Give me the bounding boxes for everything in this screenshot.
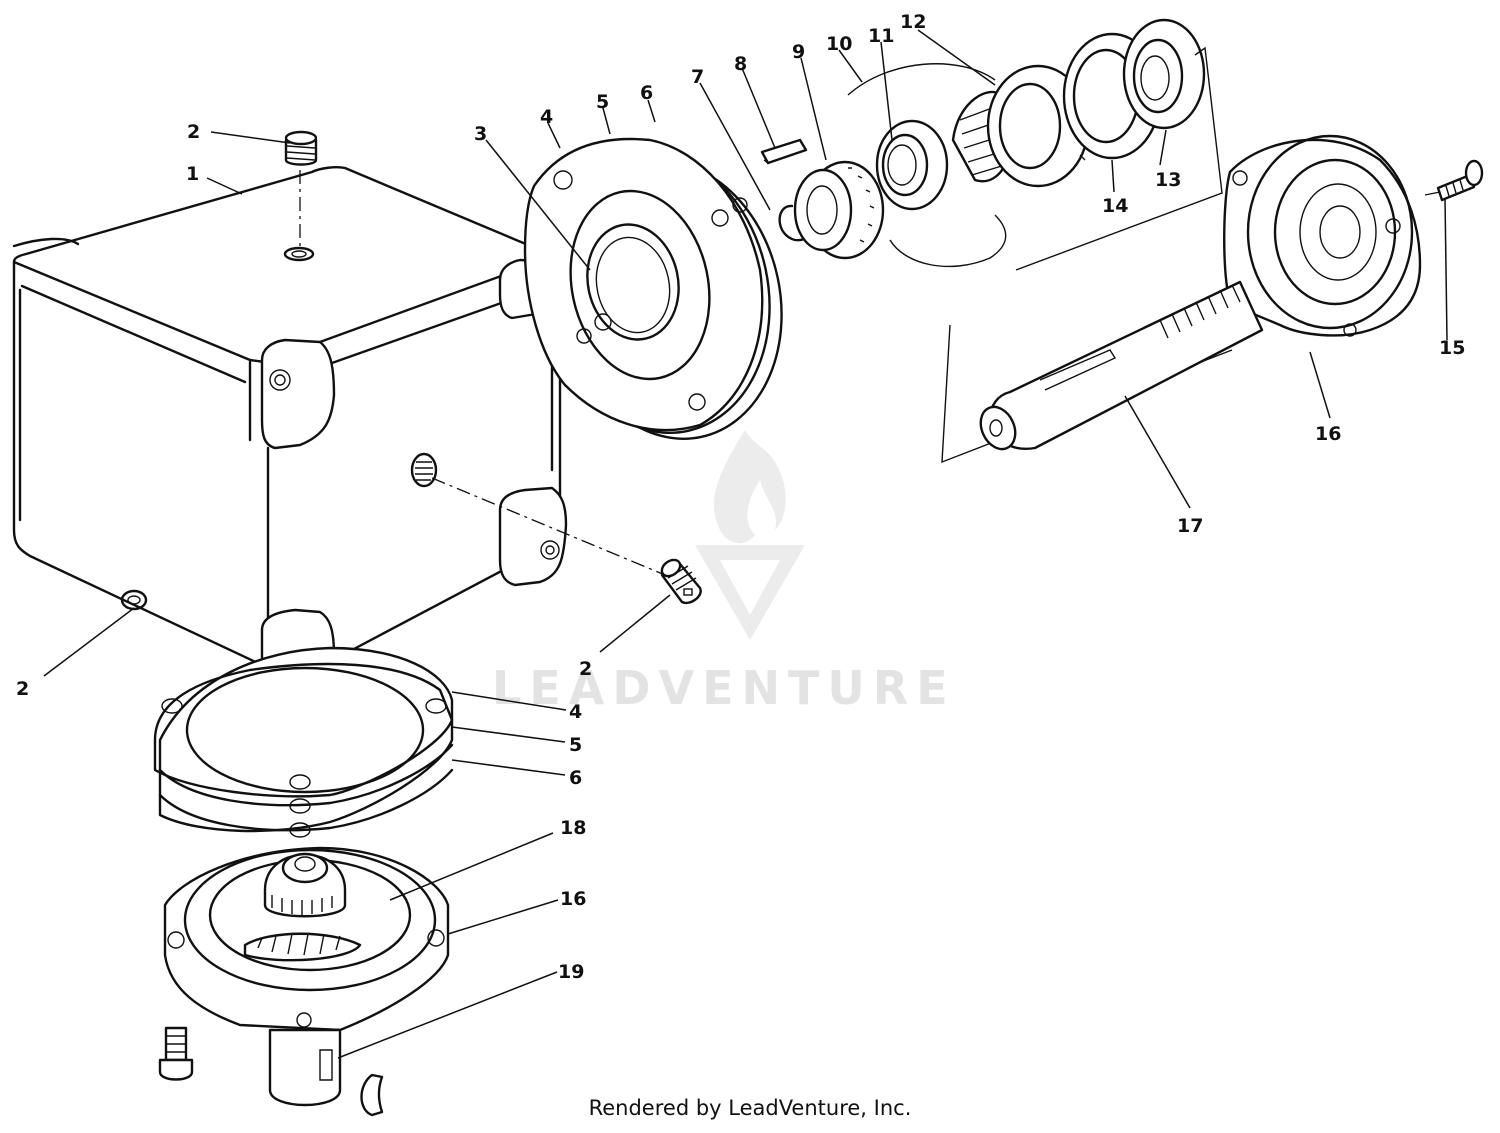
key xyxy=(760,138,808,165)
group-bracket-upper xyxy=(1015,46,1223,271)
callout-6-bottom: 6 xyxy=(569,767,582,789)
callout-16-right: 16 xyxy=(1315,423,1341,445)
callout-13: 13 xyxy=(1155,169,1181,191)
bearing-cup-inner xyxy=(875,119,949,211)
callout-14: 14 xyxy=(1102,195,1128,217)
callout-4-top: 4 xyxy=(540,106,553,128)
callout-10: 10 xyxy=(826,33,852,55)
watermark: LEADVENTURE xyxy=(492,430,956,715)
callout-2-left: 2 xyxy=(16,678,29,700)
callout-18: 18 xyxy=(560,817,586,839)
watermark-text: LEADVENTURE xyxy=(492,661,956,715)
callout-16-bottom: 16 xyxy=(560,888,586,910)
callout-1: 1 xyxy=(186,163,199,185)
callout-19: 19 xyxy=(558,961,584,983)
outer-bearing-set xyxy=(986,18,1206,188)
pipe-plug-side xyxy=(660,558,702,605)
watermark-logo-icon xyxy=(695,430,805,640)
pinion-gear xyxy=(243,852,362,962)
callout-9: 9 xyxy=(792,41,805,63)
callout-12: 12 xyxy=(900,11,926,33)
callout-11: 11 xyxy=(868,25,894,47)
callout-8: 8 xyxy=(734,53,747,75)
callout-15: 15 xyxy=(1439,337,1465,359)
callout-5-top: 5 xyxy=(596,91,609,113)
input-shaft xyxy=(979,280,1264,451)
callout-4-bottom: 4 xyxy=(569,701,582,723)
rendered-by-footer: Rendered by LeadVenture, Inc. xyxy=(588,1096,912,1120)
callout-17: 17 xyxy=(1177,515,1203,537)
callout-2-top: 2 xyxy=(187,121,200,143)
callout-3: 3 xyxy=(474,123,487,145)
leader-lines xyxy=(43,29,1448,1059)
cap-screw-right xyxy=(1436,159,1484,202)
bearing-cover-right xyxy=(1223,134,1422,337)
bottom-gasket-stack xyxy=(153,646,454,838)
cap-screw-bottom xyxy=(158,1026,194,1081)
pipe-plug-top xyxy=(284,130,318,166)
callout-labels: 1 2 2 2 3 4 5 6 7 8 9 10 11 12 13 14 15 … xyxy=(16,11,1465,983)
callout-6-top: 6 xyxy=(640,82,653,104)
callout-2-side: 2 xyxy=(579,658,592,680)
woodruff-key xyxy=(360,1073,384,1117)
bearing-cone xyxy=(793,160,885,260)
gearbox-housing xyxy=(12,166,568,716)
side-flange-gasket-stack xyxy=(523,137,783,440)
callout-7: 7 xyxy=(691,66,704,88)
callout-5-bottom: 5 xyxy=(569,734,582,756)
